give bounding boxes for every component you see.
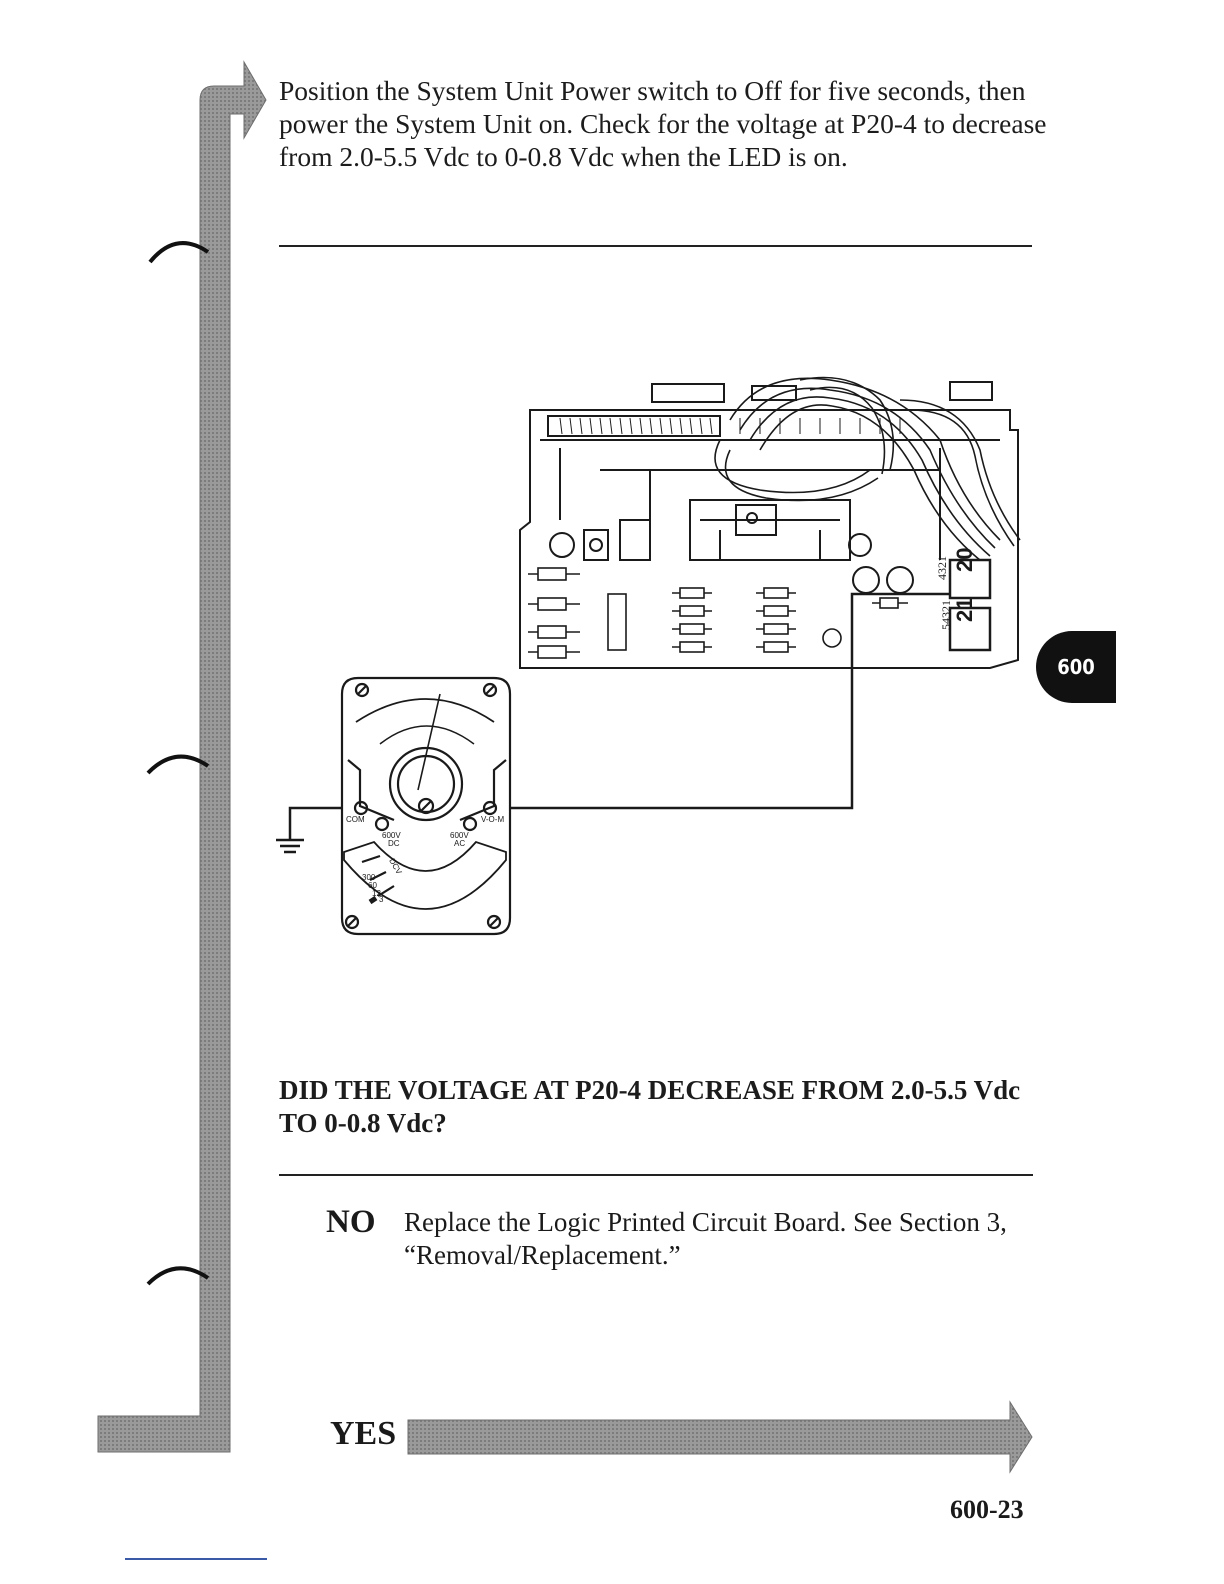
meter-vom-label: V-O-M <box>481 815 504 824</box>
connector-p20-label: 20 <box>952 548 977 572</box>
meter-600v-ac-label: 600V <box>450 831 469 840</box>
meter-dc-label: DC <box>388 839 400 848</box>
probe-lead <box>496 592 950 810</box>
meter-ac-label: AC <box>454 839 465 848</box>
p21-pin-numbers: 54321 <box>939 600 953 630</box>
p20-pin-numbers: 4321 <box>935 556 949 580</box>
meter-com-label: COM <box>346 815 365 824</box>
page-number: 600-23 <box>950 1495 1024 1524</box>
footer-rule <box>125 1558 267 1560</box>
meter-range-12: 12 <box>372 889 381 898</box>
meter-range-3: 3 <box>379 895 384 904</box>
no-answer-text: Replace the Logic Printed Circuit Board.… <box>404 1207 1007 1270</box>
meter-range-300: 300 <box>362 873 376 882</box>
meter-range-60: 60 <box>368 881 377 890</box>
binder-hole <box>146 754 210 775</box>
divider-bottom <box>279 1174 1033 1176</box>
connector-p21-label: 21 <box>952 598 977 622</box>
flow-entry-arrow <box>97 60 267 1453</box>
ground-symbol-icon <box>276 838 304 854</box>
question-text: DID THE VOLTAGE AT P20-4 DECREASE FROM 2… <box>279 1075 1021 1138</box>
yes-arrow <box>407 1400 1033 1474</box>
yes-answer-label: YES <box>330 1415 397 1452</box>
divider-top <box>279 245 1032 247</box>
ground-lead <box>288 806 360 840</box>
no-answer-label: NO <box>326 1204 376 1240</box>
diskette-drive <box>519 376 1021 669</box>
section-tab-badge: 600 <box>1036 631 1116 703</box>
meter-600v-dc-label: 600V <box>382 831 401 840</box>
binder-hole <box>146 1266 210 1286</box>
instruction-text: Position the System Unit Power switch to… <box>279 75 1047 172</box>
multimeter <box>340 676 512 936</box>
binder-hole <box>148 241 210 264</box>
